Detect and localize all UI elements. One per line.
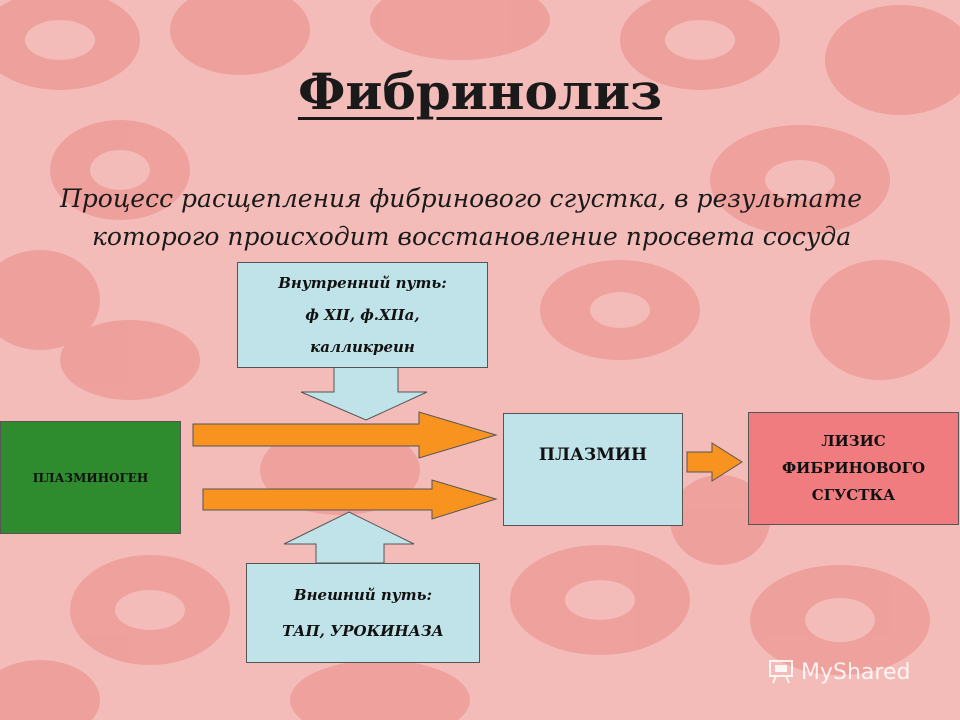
fibrin-clot-lysis-box: ЛИЗИС ФИБРИНОВОГО СГУСТКА [748, 412, 959, 525]
lysis-label-line-1: ЛИЗИС [821, 432, 886, 450]
definition-line-2: которого происходит восстановление просв… [92, 222, 852, 251]
presentation-board-icon [769, 660, 793, 684]
watermark: MyShared [768, 658, 910, 685]
intrinsic-pathway-label: Внутренний путь: [278, 274, 447, 292]
extrinsic-pathway-label: Внешний путь: [293, 586, 433, 604]
watermark-text: MyShared [801, 660, 911, 685]
extrinsic-up-arrow-icon [283, 511, 415, 564]
plasmin-label: ПЛАЗМИН [538, 444, 648, 465]
intrinsic-pathway-box: Внутренний путь: ф XII, ф.XIIa, калликре… [237, 262, 488, 368]
definition-line-1: Процесс расщепления фибринового сгустка,… [60, 184, 863, 213]
lysis-label-line-3: СГУСТКА [811, 486, 896, 504]
slide-title: Фибринолиз [297, 62, 663, 121]
intrinsic-down-arrow-icon [300, 366, 428, 421]
plasmin-to-lysis-arrow-icon [686, 442, 743, 482]
extrinsic-pathway-factors: ТАП, УРОКИНАЗА [282, 622, 444, 640]
extrinsic-pathway-box: Внешний путь: ТАП, УРОКИНАЗА [246, 563, 480, 663]
plasmin-box: ПЛАЗМИН [503, 413, 683, 526]
plasminogen-box: ПЛАЗМИНОГЕН [0, 421, 181, 534]
definition-text: Процесс расщепления фибринового сгустка,… [60, 180, 920, 256]
lysis-label-line-2: ФИБРИНОВОГО [781, 459, 926, 477]
intrinsic-pathway-enzyme: калликреин [310, 338, 415, 356]
plasminogen-label: ПЛАЗМИНОГЕН [32, 470, 149, 485]
plasminogen-to-plasmin-arrow-icon [192, 411, 498, 459]
plasminogen-to-plasmin-arrow-2-icon [202, 479, 498, 520]
intrinsic-pathway-factors: ф XII, ф.XIIa, [305, 306, 420, 324]
